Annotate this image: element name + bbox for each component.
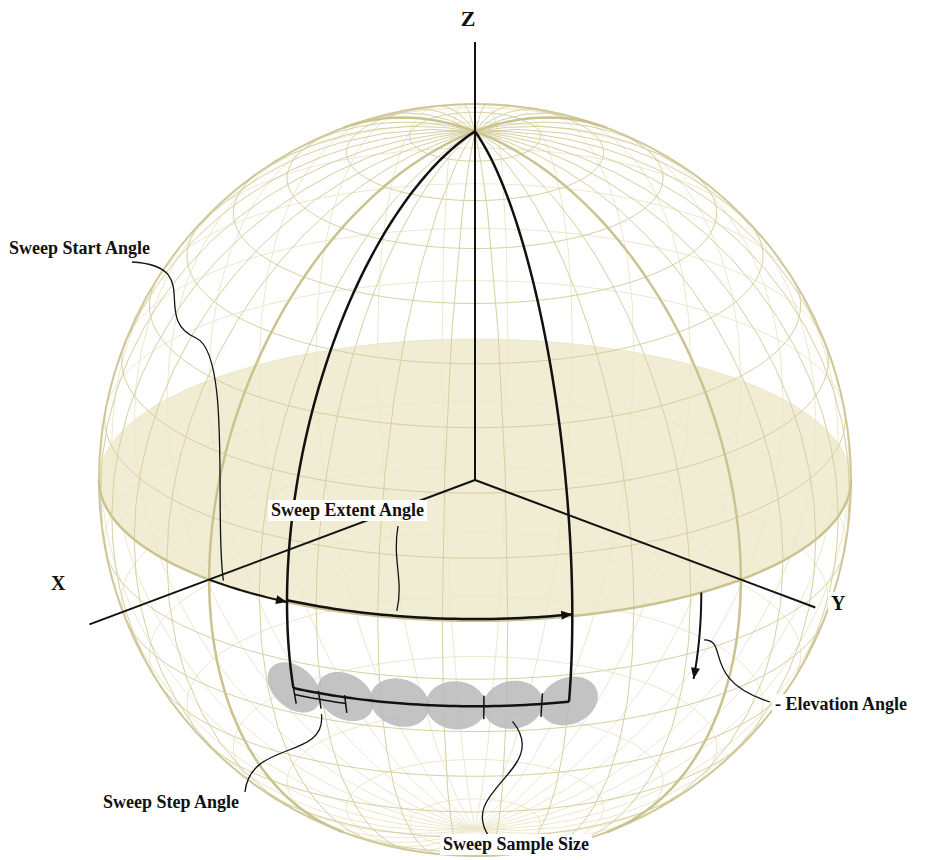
size-label: Sweep Sample Size	[440, 834, 592, 855]
sample-circle	[317, 672, 374, 721]
leader-line	[396, 526, 399, 611]
tick	[483, 696, 485, 720]
extent-angle-arc	[287, 600, 572, 619]
x-axis	[89, 480, 475, 624]
tick	[318, 691, 321, 709]
angle-label: Sweep Extent Angle	[268, 500, 427, 521]
leader-line	[482, 721, 522, 838]
arrow-head	[561, 611, 572, 620]
arrow-head	[691, 667, 700, 679]
axis-label: Y	[828, 592, 848, 615]
y-axis	[475, 480, 815, 607]
tick	[345, 695, 347, 713]
axis-label: Z	[458, 6, 479, 31]
leader-line	[704, 640, 770, 702]
leader-line	[245, 714, 322, 792]
tick	[541, 693, 542, 717]
sample-circle	[268, 662, 321, 712]
elevation-arc	[694, 592, 702, 678]
z-axis	[474, 42, 476, 480]
axis-label: X	[48, 572, 68, 595]
leader-line	[132, 262, 223, 581]
arrow-head	[275, 595, 287, 604]
tick	[293, 686, 296, 704]
sweep-parallel	[293, 688, 569, 706]
angle-label: Sweep Step Angle	[100, 792, 242, 813]
angle-label: Sweep Start Angle	[6, 238, 153, 259]
angle-label: - Elevation Angle	[772, 694, 910, 715]
start-angle-arc	[209, 580, 287, 602]
